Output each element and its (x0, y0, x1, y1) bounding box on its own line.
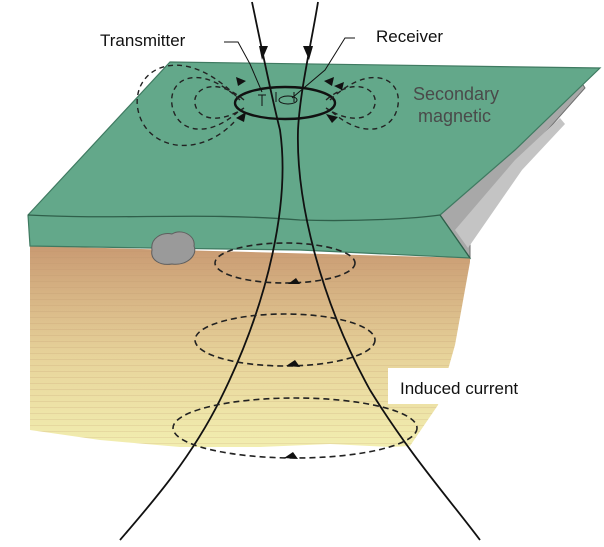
secondary-field-arrows (236, 77, 344, 123)
ground-surface-right-edge (439, 214, 471, 259)
coil-ellipse (233, 85, 337, 121)
subsurface-strata (30, 246, 470, 447)
primary-field-arrow-right (303, 46, 313, 60)
label-receiver: Receiver (376, 27, 443, 46)
label-secondary-line-1: Secondary (413, 84, 499, 104)
receiver-leader-line (291, 37, 355, 99)
primary-field-arrow-left (259, 46, 268, 60)
label-induced-current: Induced current (400, 379, 518, 398)
induced-current-label-bg (388, 368, 548, 404)
induced-current-arrows (284, 278, 300, 459)
induced-current-loop-1 (214, 242, 356, 284)
label-secondary-line-2: magnetic (418, 106, 491, 126)
induced-current-loop-2 (194, 313, 376, 367)
secondary-field-right (325, 76, 399, 130)
receiver-small-loop (278, 95, 298, 105)
transmitter-antenna-icon (258, 94, 266, 106)
ground-surface-front-edge (27, 214, 441, 222)
boulder (151, 231, 196, 265)
rock-outcrop-face (455, 118, 565, 248)
secondary-field-left (136, 64, 245, 147)
primary-field-line-left (119, 1, 284, 541)
label-transmitter: Transmitter (100, 31, 186, 50)
transmitter-leader-line (224, 41, 263, 93)
primary-field-line-right (297, 1, 481, 541)
